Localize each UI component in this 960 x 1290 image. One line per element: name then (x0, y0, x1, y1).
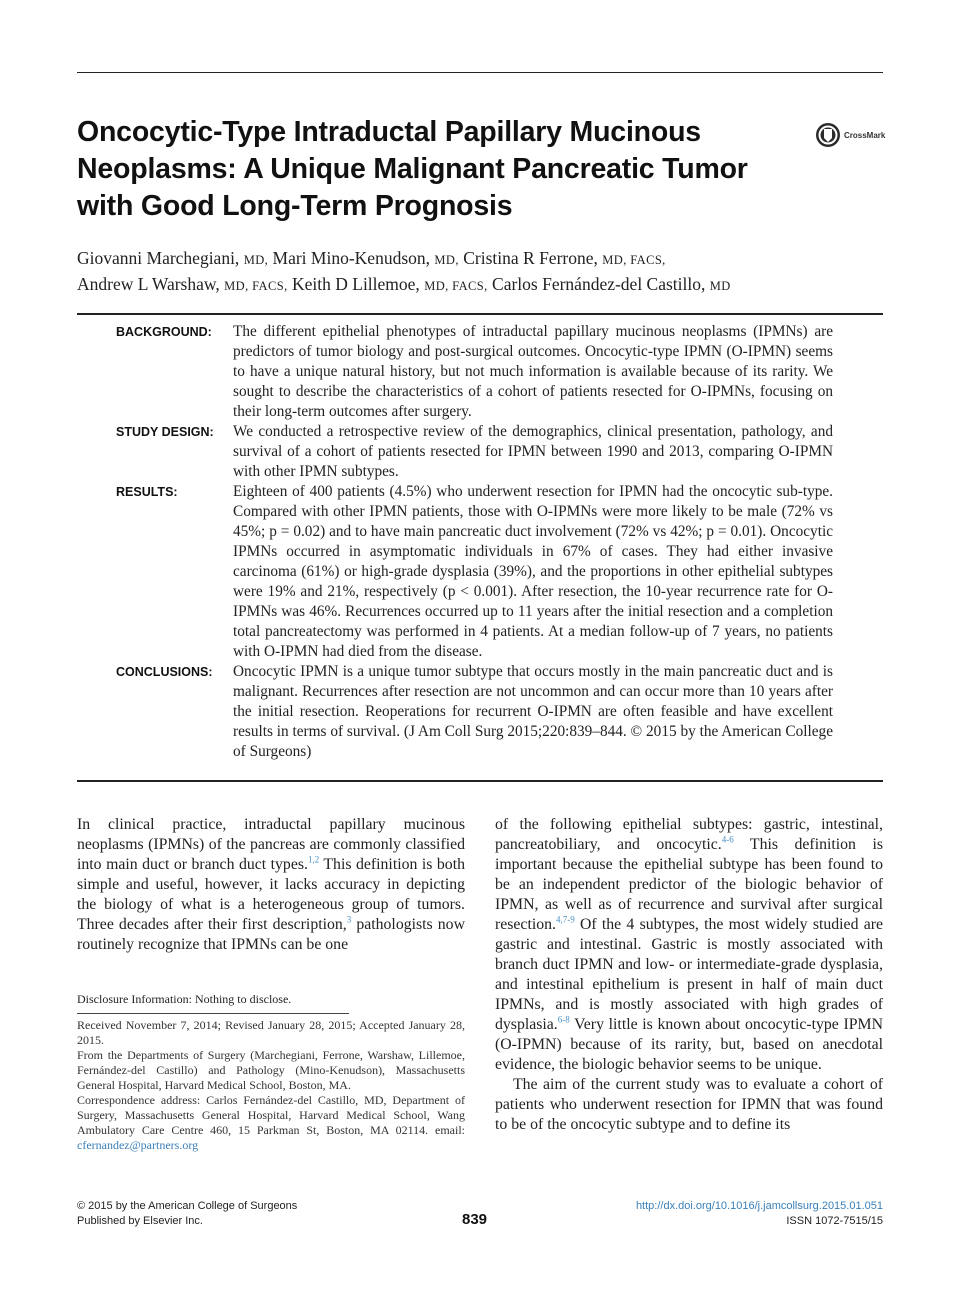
footer-left: © 2015 by the American College of Surgeo… (77, 1199, 297, 1229)
abstract-text: Eighteen of 400 patients (4.5%) who unde… (233, 483, 833, 660)
abstract-text: The different epithelial phenotypes of i… (233, 323, 833, 420)
citation-ref[interactable]: 4,7-9 (555, 914, 575, 925)
body-text: In clinical practice, intraductal papill… (77, 816, 465, 873)
body-text: of the following epithelial subtypes: ga… (495, 816, 883, 853)
citation-ref[interactable]: 4-6 (721, 834, 734, 845)
body-text: Of the 4 subtypes, the most widely studi… (495, 916, 883, 1033)
author-degree: MD, FACS, (424, 279, 488, 293)
abstract: BACKGROUND: The different epithelial phe… (77, 313, 883, 782)
author-name: Carlos Fernández-del Castillo, (492, 274, 706, 294)
footer-right: http://dx.doi.org/10.1016/j.jamcollsurg.… (636, 1199, 883, 1229)
disclosure-info: Disclosure Information: Nothing to discl… (77, 992, 292, 1006)
copyright: © 2015 by the American College of Surgeo… (77, 1200, 298, 1212)
received-dates: Received November 7, 2014; Revised Janua… (77, 1018, 465, 1047)
citation-ref[interactable]: 1,2 (307, 854, 320, 865)
footnotes: Received November 7, 2014; Revised Janua… (77, 1018, 465, 1153)
issn: ISSN 1072-7515/15 (786, 1215, 883, 1227)
citation-ref[interactable]: 6-8 (557, 1014, 570, 1025)
author-name: Cristina R Ferrone, (463, 248, 598, 268)
top-rule (77, 72, 883, 73)
author-degree: MD, FACS, (602, 253, 666, 267)
crossmark-icon (816, 123, 840, 147)
author-list: Giovanni Marchegiani, MD, Mari Mino-Kenu… (77, 246, 883, 298)
body-paragraph: of the following epithelial subtypes: ga… (495, 815, 883, 1075)
page-number: 839 (462, 1211, 488, 1228)
citation-ref[interactable]: 3 (346, 914, 352, 925)
crossmark-badge[interactable]: CrossMark (815, 122, 885, 148)
abstract-label: CONCLUSIONS: (116, 665, 213, 679)
article-title: Oncocytic-Type Intraductal Papillary Muc… (77, 116, 748, 222)
author-degree: MD (709, 279, 731, 293)
body-paragraph: The aim of the current study was to eval… (495, 1076, 883, 1133)
affiliation: From the Departments of Surgery (Marcheg… (77, 1048, 465, 1092)
author-name: Keith D Lillemoe, (291, 274, 420, 294)
publisher: Published by Elsevier Inc. (77, 1215, 203, 1227)
author-name: Giovanni Marchegiani, (77, 248, 240, 268)
correspondence: Correspondence address: Carlos Fernández… (77, 1093, 465, 1153)
abstract-label: STUDY DESIGN: (116, 425, 214, 439)
author-degree: MD, FACS, (224, 279, 288, 293)
abstract-text: We conducted a retrospective review of t… (233, 423, 833, 480)
abstract-label: RESULTS: (116, 485, 178, 499)
author-degree: MD, (434, 253, 459, 267)
body-column-right: of the following epithelial subtypes: ga… (495, 815, 883, 1135)
abstract-text: Oncocytic IPMN is a unique tumor subtype… (233, 663, 833, 760)
footnote-rule (77, 1013, 349, 1014)
abstract-label: BACKGROUND: (116, 325, 212, 339)
body-paragraph: In clinical practice, intraductal papill… (77, 815, 465, 955)
body-text: This definition is both simple and usefu… (77, 856, 465, 933)
body-column-left: In clinical practice, intraductal papill… (77, 815, 465, 955)
author-name: Andrew L Warshaw, (77, 274, 220, 294)
body-text: Very little is known about oncocytic-typ… (495, 1016, 883, 1073)
crossmark-label: CrossMark (844, 130, 886, 140)
author-degree: MD, (243, 253, 269, 267)
body-text: pathologists now routinely recognize tha… (77, 916, 465, 953)
body-text: This definition is important because the… (495, 836, 883, 933)
author-name: Mari Mino-Kenudson, (272, 248, 431, 268)
correspondence-text: Correspondence address: Carlos Fernández… (77, 1093, 465, 1137)
doi-link[interactable]: http://dx.doi.org/10.1016/j.jamcollsurg.… (635, 1200, 883, 1212)
email-link[interactable]: cfernandez@partners.org (77, 1138, 199, 1152)
